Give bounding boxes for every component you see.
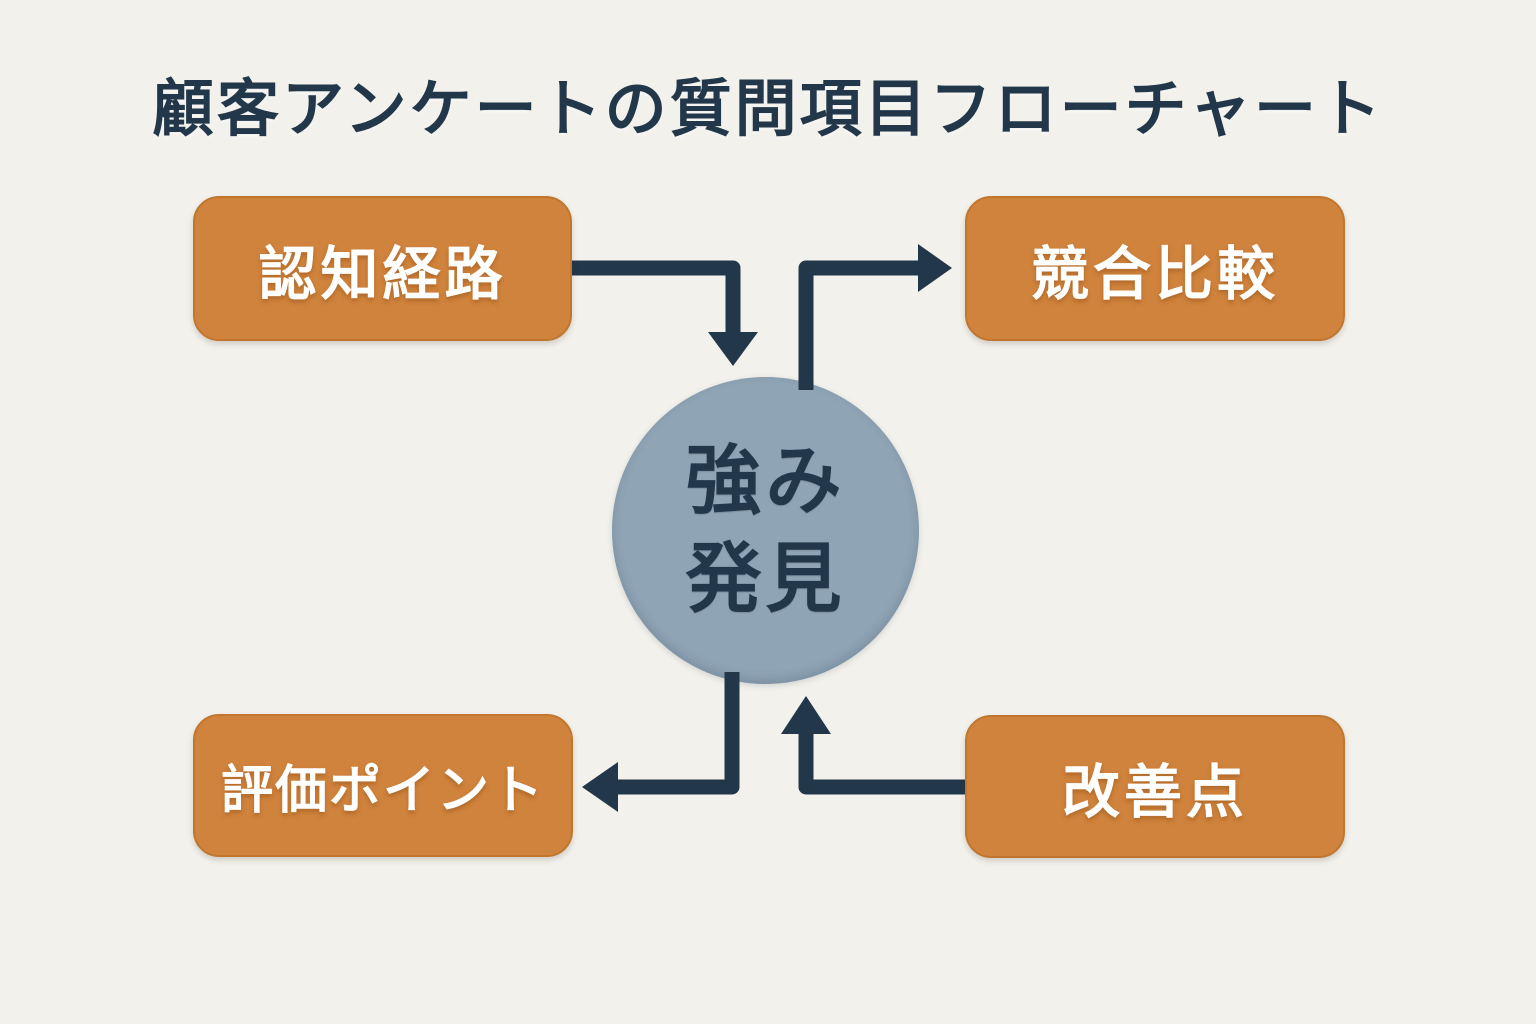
arrow-awareness-to-center — [572, 260, 758, 366]
node-strength-discovery-label-line1: 強み — [685, 439, 846, 525]
node-competitor-comparison-label: 競合比較 — [1030, 241, 1279, 307]
node-improvement-points-label: 改善点 — [1061, 759, 1248, 825]
node-awareness-route-label: 認知経路 — [258, 241, 507, 307]
node-evaluation-points-label: 評価ポイント — [220, 762, 545, 820]
node-awareness-route: 認知経路 — [193, 196, 572, 341]
node-competitor-comparison: 競合比較 — [965, 196, 1345, 341]
node-strength-discovery-label-line2: 発見 — [685, 536, 846, 622]
node-evaluation-points: 評価ポイント — [193, 714, 573, 857]
page-title: 顧客アンケートの質問項目フローチャート — [152, 75, 1384, 144]
arrow-center-to-competitor — [798, 244, 952, 390]
node-improvement-points: 改善点 — [965, 715, 1345, 858]
arrow-center-to-evaluation — [582, 672, 740, 812]
node-strength-discovery: 強み 発見 — [612, 377, 919, 684]
arrow-improvement-to-center — [781, 696, 965, 795]
